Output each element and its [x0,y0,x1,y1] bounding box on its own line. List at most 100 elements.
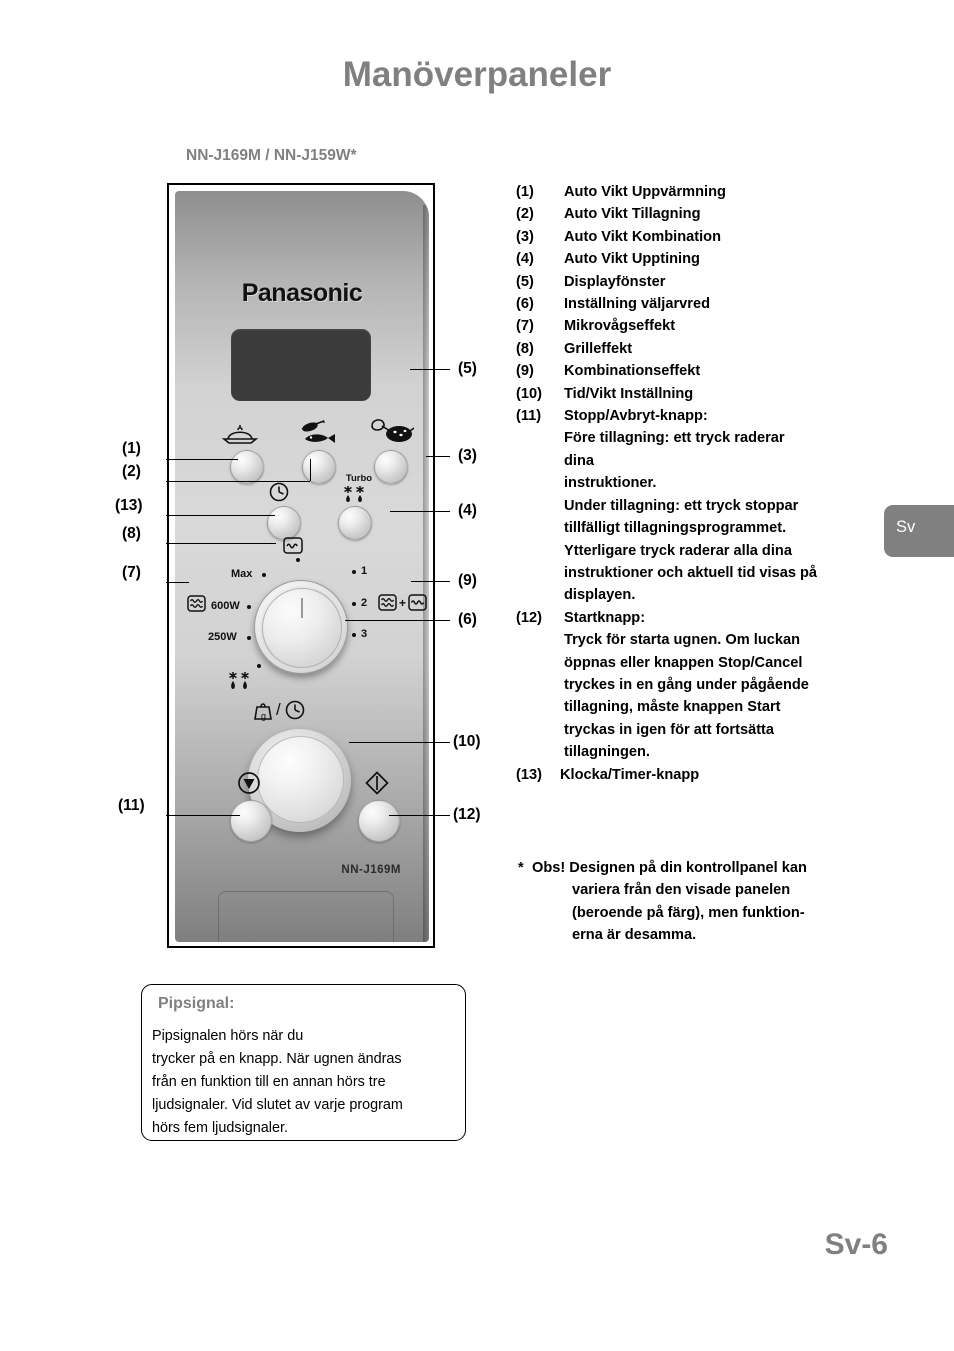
legend-text: Grilleffekt [564,340,633,357]
beep-line: från en funktion till en annan hörs tre [152,1074,386,1090]
callout-7: (7) [122,564,141,581]
clock-timer-button[interactable] [267,506,301,540]
auto-weight-defrost-button[interactable] [338,506,372,540]
legend-text: Stopp/Avbryt-knapp: [564,408,708,425]
page-title: Manöverpaneler [342,55,612,94]
beep-line: Pipsignalen hörs när du [152,1028,304,1044]
legend-item: (5) Displayfönster [516,271,886,293]
legend-number: (10) [516,385,542,402]
legend-text: Displayfönster [564,273,666,290]
legend-number: (3) [516,228,534,245]
beep-signal-box: Pipsignal: Pipsignalen hörs när du tryck… [141,984,466,1141]
legend-number: (1) [516,184,534,200]
weight-icon: g [254,703,272,721]
power-dial-group: Max 600W 250W 1 2 3 [175,191,429,942]
leader-line-2b [310,459,311,481]
legend-detail-line: tillagning, måste knappen Start [564,699,781,716]
power-selector-dial[interactable] [254,580,348,674]
stop-cancel-button[interactable] [230,800,272,842]
legend-text: Tid/Vikt Inställning [564,385,694,402]
footnote-line: Obs! Designen på din kontrollpanel kan [532,860,807,876]
dial-tick-600w [247,605,251,609]
legend-number: (8) [516,340,534,357]
dial-tick-3 [352,633,356,637]
microwave-icon [378,594,397,611]
legend-number: (6) [516,296,534,313]
leader-line-8 [166,543,276,544]
callout-5: (5) [458,360,477,377]
fish-skewer-icon [296,419,340,450]
callout-11: (11) [118,797,145,814]
leader-line-6 [345,620,450,621]
callout-6: (6) [458,611,477,628]
dial-label-250w: 250W [208,631,237,643]
leader-line-2 [166,481,310,482]
legend-number: (12) [516,609,542,626]
chicken-leg-icon [368,417,415,450]
dial-tick-1 [352,570,356,574]
control-panel-body: Panasonic [175,191,429,942]
beep-line: ljudsignaler. Vid slutet av varje progra… [152,1097,403,1113]
clock-timer-icon [268,481,290,508]
legend-number: (7) [516,318,534,335]
legend-detail-line: tryckes in en gång under pågående [564,676,809,693]
callout-2: (2) [122,463,141,480]
leader-line-5 [410,369,450,370]
legend-item: (9) Kombinationseffekt [516,360,886,382]
leader-line-3 [426,456,450,457]
legend-number: (13) [516,766,542,783]
auto-weight-combination-button[interactable] [374,450,408,484]
legend-detail-line: Under tillagning: ett tryck stoppar [564,497,799,514]
legend-number: (11) [516,408,542,425]
legend-item: (6) Inställning väljarvred [516,293,886,315]
power-dial-pointer [301,598,303,618]
footnote: * Obs! Designen på din kontrollpanel kan… [518,857,890,947]
legend-text: Auto Vikt Uppvärmning [564,184,726,200]
legend-detail-line: Tryck för starta ugnen. Om luckan [564,632,801,649]
slash-separator: / [276,700,281,719]
legend-text: Inställning väljarvred [564,296,710,313]
callout-8: (8) [122,525,141,542]
svg-text:g: g [261,711,266,721]
legend-text: Kombinationseffekt [564,363,701,380]
legend-detail-line: tryckas in igen för att fortsätta [564,721,775,738]
legend-detail-line: tillagningen. [564,744,650,761]
leader-line-12 [389,815,450,816]
model-heading: NN-J169M / NN-J159W* [186,147,357,164]
legend-item: (3) Auto Vikt Kombination [516,226,886,248]
start-button[interactable] [358,800,400,842]
beep-box-text: Pipsignalen hörs när du trycker på en kn… [152,1025,458,1140]
dial-label-600w: 600W [211,600,240,612]
panel-edge-shadow [423,205,429,942]
legend-item: (11) Stopp/Avbryt-knapp: [516,405,886,427]
callout-13: (13) [115,497,143,514]
display-window [231,329,371,401]
panel-model-name: NN-J169M [341,864,401,876]
start-icon [365,771,389,800]
legend-detail-line: instruktioner och aktuell tid visas på [564,564,818,581]
power-dial-face [262,588,342,668]
legend-detail-line: instruktioner. [564,475,657,492]
footnote-line: erna är desamma. [572,927,697,944]
auto-weight-cook-button[interactable] [302,450,336,484]
auto-weight-reheat-button[interactable] [230,450,264,484]
leader-line-10 [349,742,450,743]
panel-door-outline [218,891,394,942]
beep-box-title: Pipsignal: [158,995,235,1012]
language-tab: Sv [884,505,954,557]
legend-item: (4) Auto Vikt Upptining [516,248,886,270]
legend-item: (1) Auto Vikt Uppvärmning [516,181,886,203]
footnote-line: (beroende på färg), men funktion- [572,904,805,921]
legend-item: (12) Startknapp: [516,607,886,629]
legend-text: Auto Vikt Upptining [564,251,700,268]
leader-line-1 [166,459,238,460]
grill-icon-small [408,594,427,611]
time-weight-dial[interactable] [248,729,351,832]
dial-tick-max [262,573,266,577]
time-weight-dial-face [257,736,344,823]
control-panel-illustration: Panasonic [167,183,435,948]
legend-detail-line: dina [564,452,594,469]
language-tab-label: Sv [896,518,916,536]
legend-text: Klocka/Timer-knapp [560,766,700,783]
